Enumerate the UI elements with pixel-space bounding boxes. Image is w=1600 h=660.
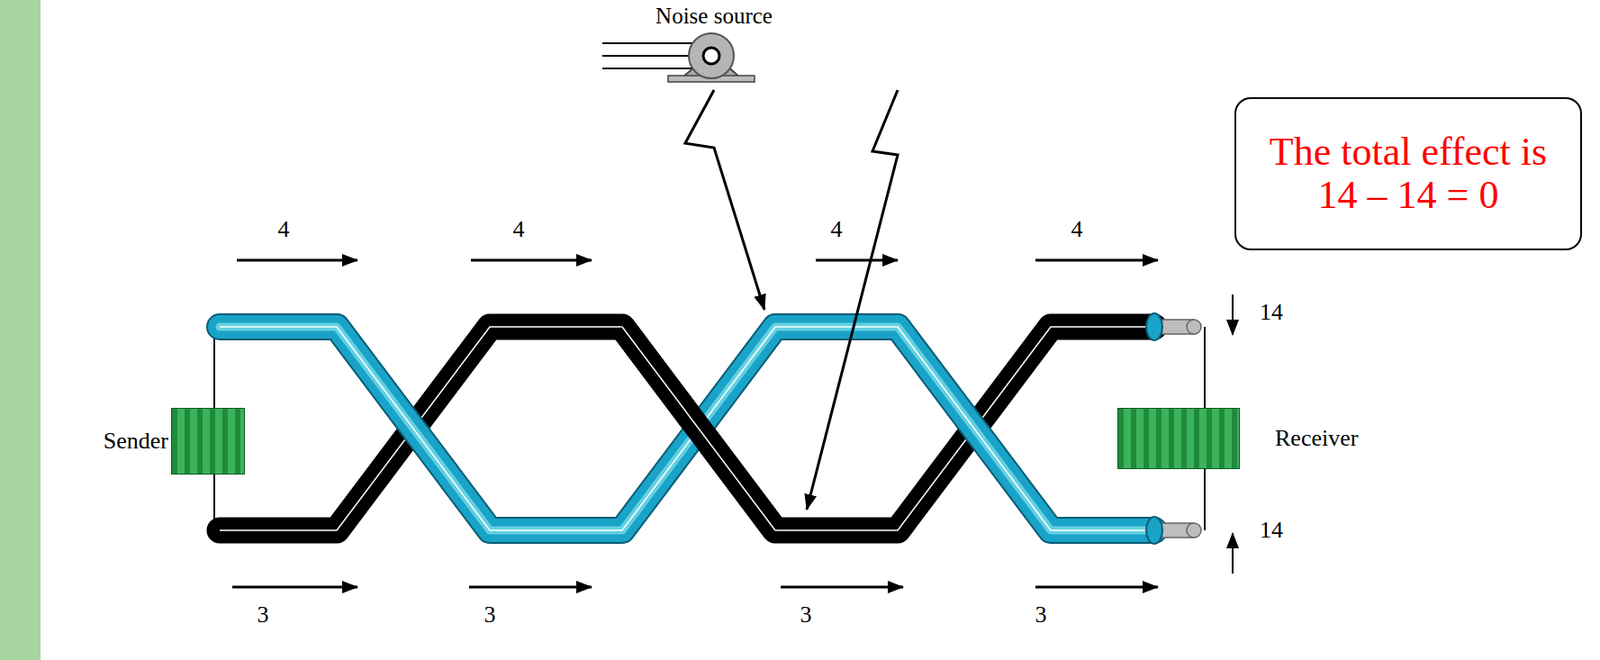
plug-tip — [1186, 319, 1202, 335]
current-arrow — [236, 259, 358, 263]
current-value: 3 — [257, 602, 270, 629]
current-value: 3 — [800, 602, 813, 629]
wire-highlight — [622, 326, 776, 531]
callout-text: The total effect is 14 – 14 = 0 — [1255, 130, 1562, 218]
source-wire — [602, 67, 698, 70]
node-label: Receiver — [1274, 425, 1358, 452]
blue-wire-stripe — [219, 326, 1155, 531]
current-value: 4 — [513, 216, 525, 244]
current-arrow — [1035, 586, 1158, 589]
plug-collar — [1146, 313, 1163, 341]
current-arrow — [469, 586, 592, 589]
noise-arrow — [1231, 294, 1234, 335]
current-arrow — [1035, 259, 1158, 263]
current-value: 4 — [831, 216, 843, 244]
plug-tip — [1186, 523, 1202, 538]
plug-collar — [1146, 516, 1163, 544]
callout-box: The total effect is 14 – 14 = 0 — [1234, 97, 1582, 251]
current-value: 3 — [484, 602, 497, 629]
source-hub — [703, 47, 720, 64]
current-arrow — [780, 586, 904, 589]
current-arrow — [815, 259, 898, 263]
noise-source: Noise source — [655, 3, 773, 30]
receiver-box: Receiver — [1117, 407, 1240, 470]
current-value: 4 — [1071, 216, 1084, 244]
blue-wire-outline — [219, 326, 1155, 531]
current-arrow — [232, 586, 358, 589]
source-wire — [602, 54, 694, 57]
wire-highlight — [219, 326, 1155, 531]
black-wire — [622, 326, 776, 531]
node-label: Noise source — [655, 3, 773, 30]
black-wire — [219, 326, 1155, 531]
noise-value: 14 — [1259, 517, 1284, 544]
noise-bolt — [806, 90, 898, 510]
current-value: 3 — [1035, 602, 1048, 629]
source-wheel — [688, 33, 734, 79]
source-wire — [602, 42, 698, 45]
current-value: 4 — [278, 216, 290, 244]
noise-bolt — [685, 90, 765, 310]
node-label: Sender — [103, 428, 169, 455]
wire-highlight — [219, 326, 1155, 531]
current-arrow — [470, 259, 592, 263]
noise-arrow — [1231, 533, 1234, 574]
side-band — [0, 0, 41, 660]
noise-value: 14 — [1259, 299, 1284, 326]
sender-box: Sender — [171, 407, 245, 475]
blue-wire — [219, 326, 1155, 531]
